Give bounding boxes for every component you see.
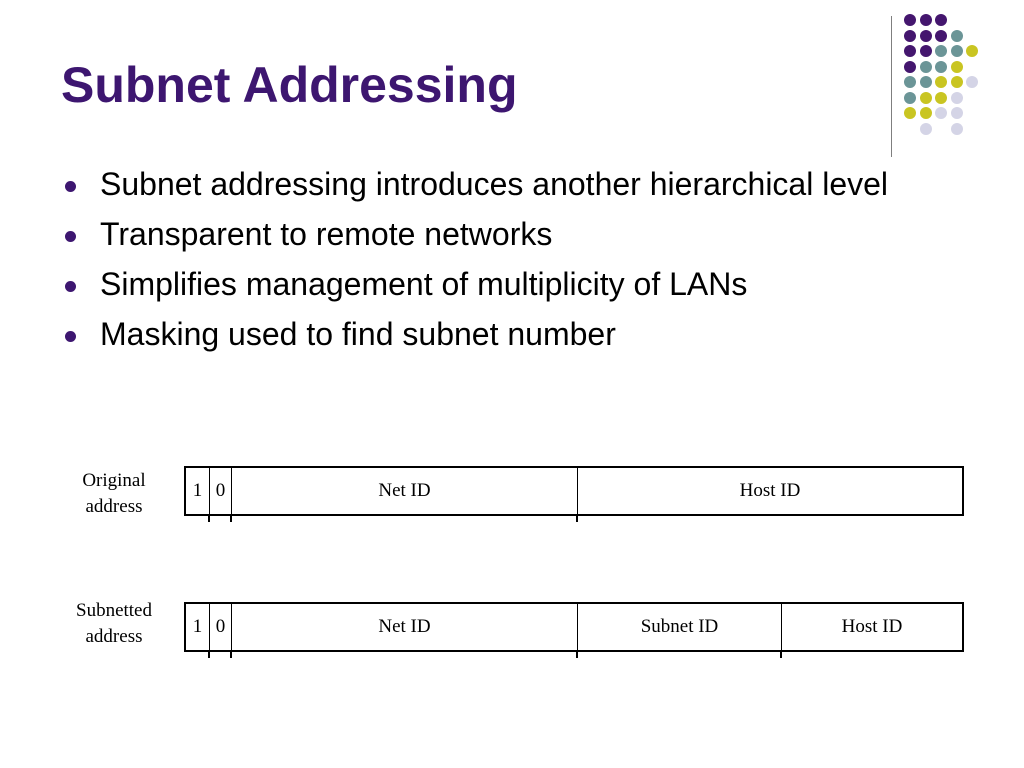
bullet-text: Subnet addressing introduces another hie… [100, 166, 889, 202]
decorative-dot-teal [920, 76, 932, 88]
bullet-item: Simplifies management of multiplicity of… [62, 266, 942, 303]
title-divider-line [891, 16, 892, 157]
subnetted-address-format: 1 0 Net ID Subnet ID Host ID [184, 602, 964, 652]
subnetted-address-label: Subnetted address [64, 598, 164, 650]
decorative-dot-olive [966, 45, 978, 57]
decorative-dot-lavender [951, 92, 963, 104]
decorative-dot-grid [904, 14, 1014, 144]
field-boundary-tick [208, 652, 210, 658]
decorative-dot-olive [951, 76, 963, 88]
decorative-dot-purple [904, 30, 916, 42]
bullet-text: Simplifies management of multiplicity of… [100, 266, 748, 302]
bullet-list: Subnet addressing introduces another hie… [62, 166, 942, 366]
slide-title: Subnet Addressing [61, 57, 518, 113]
decorative-dot-purple [904, 45, 916, 57]
net-id-field: Net ID [232, 604, 578, 650]
bullet-item: Masking used to find subnet number [62, 316, 942, 353]
original-address-format: 1 0 Net ID Host ID [184, 466, 964, 516]
decorative-dot-purple [920, 45, 932, 57]
decorative-dot-purple [904, 14, 916, 26]
host-id-field: Host ID [739, 480, 801, 501]
decorative-dot-teal [951, 30, 963, 42]
bullet-text: Transparent to remote networks [100, 216, 553, 252]
decorative-dot-olive [920, 92, 932, 104]
class-bit-field: 1 [186, 604, 210, 650]
decorative-dot-teal [904, 92, 916, 104]
host-id-field: Host ID [841, 616, 903, 637]
bullet-text: Masking used to find subnet number [100, 316, 616, 352]
original-address-label-line1: Original [82, 470, 146, 491]
subnetted-address-label-line2: address [85, 626, 143, 647]
decorative-dot-purple [920, 14, 932, 26]
decorative-dot-lavender [966, 76, 978, 88]
decorative-dot-purple [904, 61, 916, 73]
decorative-dot-teal [920, 61, 932, 73]
decorative-dot-lavender [920, 123, 932, 135]
class-bit-field: 0 [210, 604, 232, 650]
class-bit-field: 1 [186, 468, 210, 514]
field-boundary-tick [576, 516, 578, 522]
field-boundary-tick [230, 652, 232, 658]
decorative-dot-lavender [951, 123, 963, 135]
decorative-dot-olive [935, 76, 947, 88]
decorative-dot-purple [920, 30, 932, 42]
field-boundary-tick [780, 652, 782, 658]
decorative-dot-olive [904, 107, 916, 119]
decorative-dot-teal [904, 76, 916, 88]
bullet-item: Subnet addressing introduces another hie… [62, 166, 942, 203]
bullet-icon [65, 181, 76, 192]
bullet-icon [65, 331, 76, 342]
decorative-dot-olive [935, 92, 947, 104]
field-boundary-tick [230, 516, 232, 522]
net-id-field: Net ID [232, 468, 578, 514]
decorative-dot-lavender [935, 107, 947, 119]
decorative-dot-teal [935, 45, 947, 57]
bullet-icon [65, 281, 76, 292]
subnet-id-field: Subnet ID [578, 604, 782, 650]
original-address-label: Original address [64, 468, 164, 520]
decorative-dot-lavender [951, 107, 963, 119]
subnetted-address-label-line1: Subnetted [76, 600, 152, 621]
decorative-dot-olive [920, 107, 932, 119]
decorative-dot-purple [935, 30, 947, 42]
field-boundary-tick [208, 516, 210, 522]
decorative-dot-olive [951, 61, 963, 73]
field-boundary-tick [576, 652, 578, 658]
decorative-dot-teal [951, 45, 963, 57]
bullet-icon [65, 231, 76, 242]
class-bit-field: 0 [210, 468, 232, 514]
original-address-label-line2: address [85, 496, 143, 517]
bullet-item: Transparent to remote networks [62, 216, 942, 253]
decorative-dot-teal [935, 61, 947, 73]
decorative-dot-purple [935, 14, 947, 26]
